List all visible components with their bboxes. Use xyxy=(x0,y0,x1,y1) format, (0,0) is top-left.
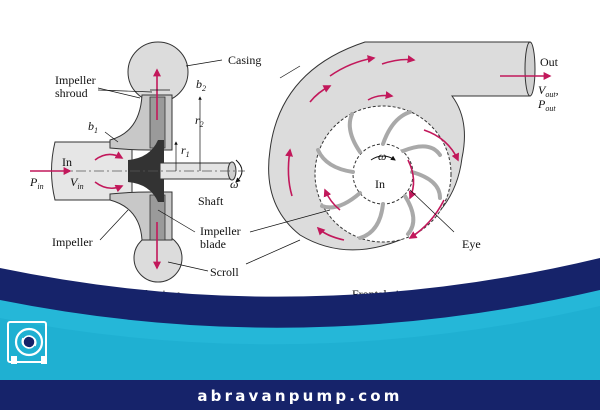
leader-shroud xyxy=(97,87,141,99)
swirl-arrows xyxy=(285,55,459,241)
label-omega-side: ω xyxy=(230,177,238,191)
flow-arrow-side xyxy=(94,151,124,161)
label-b1: b1 xyxy=(88,119,98,135)
banner-cyan-inner xyxy=(0,306,600,380)
label-casing: Casing xyxy=(228,53,261,67)
leader-eye xyxy=(409,189,455,233)
leader-casing xyxy=(185,59,223,67)
leader-casing-front xyxy=(279,65,301,79)
leader-blade xyxy=(157,209,196,233)
label-scroll: Scroll xyxy=(210,265,239,279)
banner-bottom-strip xyxy=(0,380,600,410)
impeller-hub xyxy=(128,140,164,202)
label-in-side: In xyxy=(62,155,72,169)
label-vin: Vin xyxy=(70,175,84,191)
rotation-arrow-front xyxy=(370,155,396,161)
blade-top xyxy=(149,96,166,149)
scroll-bottom xyxy=(133,233,183,283)
label-r2: r2 xyxy=(195,113,204,129)
leader-blade-front xyxy=(249,209,331,233)
dim-b1 xyxy=(104,131,119,143)
leader-scroll-front xyxy=(245,239,301,265)
footer-banner xyxy=(0,258,600,410)
label-pin: Pin xyxy=(29,175,44,191)
leader-scroll xyxy=(167,261,209,272)
label-in-front: In xyxy=(375,177,385,191)
leader-shroud xyxy=(97,89,153,93)
label-impeller-blade-2: blade xyxy=(200,237,226,251)
frontal-view-drawing xyxy=(245,41,552,265)
label-omega-front: ω xyxy=(378,149,386,163)
flow-arrow-side xyxy=(94,181,124,193)
label-out: Out xyxy=(540,55,559,69)
label-shaft: Shaft xyxy=(198,194,224,208)
label-impeller-shroud-2: shroud xyxy=(55,86,88,100)
casing-top xyxy=(127,41,189,103)
label-impeller: Impeller xyxy=(52,235,93,249)
side-view-drawing xyxy=(30,41,245,283)
rotation-arrow-side xyxy=(235,159,243,183)
outlet-end xyxy=(524,41,536,97)
label-eye: Eye xyxy=(462,237,481,251)
brand-logo-icon xyxy=(7,321,47,364)
footer-website[interactable]: abravanpump.com xyxy=(197,387,402,405)
label-impeller-shroud-1: Impeller xyxy=(55,73,96,87)
label-b2: b2 xyxy=(196,77,206,93)
impeller-blades xyxy=(316,110,442,240)
label-vout: Vout, xyxy=(538,83,559,99)
label-pout: Pout xyxy=(537,97,556,113)
leader-impeller xyxy=(99,209,129,241)
label-impeller-blade-1: Impeller xyxy=(200,224,241,238)
label-r1: r1 xyxy=(181,143,190,159)
